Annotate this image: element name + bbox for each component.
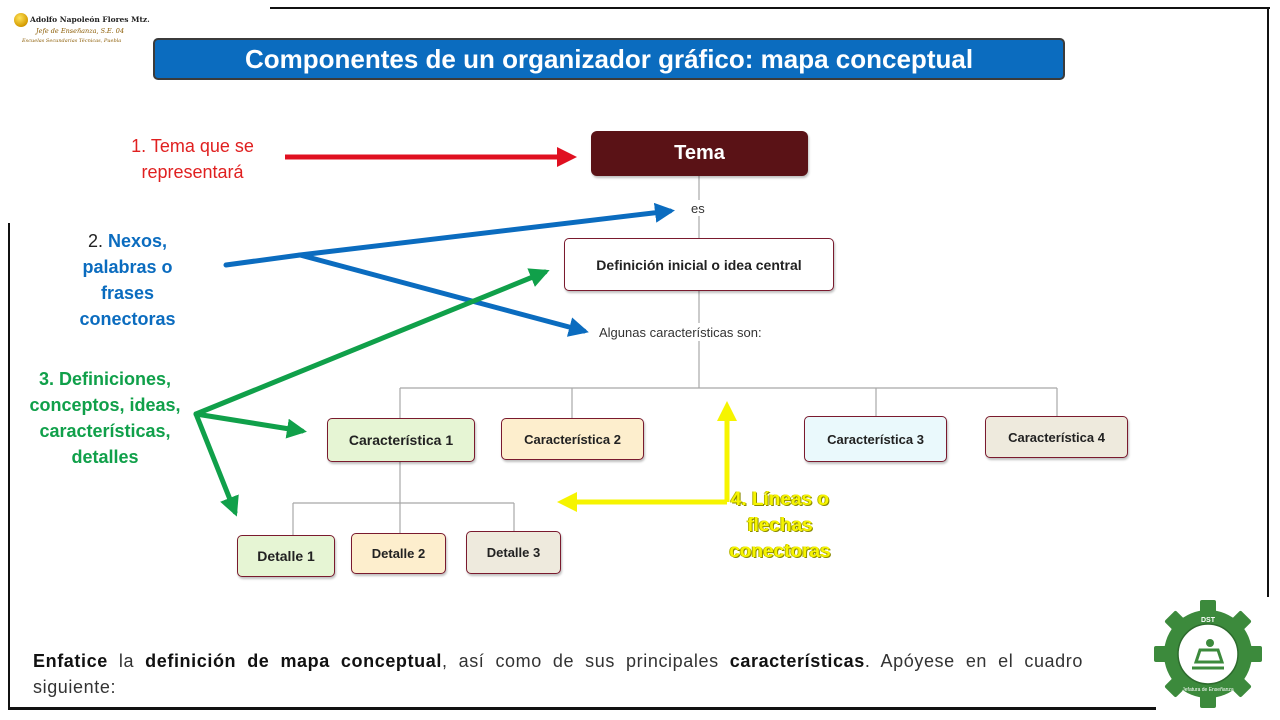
blue-arrow-stem bbox=[223, 252, 303, 268]
definicion-box: Definición inicial o idea central bbox=[564, 238, 834, 291]
emblem-bottom-text: Jefatura de Enseñanza bbox=[1182, 687, 1234, 693]
green-arrow-to-caracteristica-1 bbox=[193, 411, 307, 439]
instruction-text: Enfatice la definición de mapa conceptua… bbox=[33, 648, 1083, 700]
caracteristica-1-box: Característica 1 bbox=[327, 418, 475, 462]
label-2-nexos: 2. Nexos, palabras o frases conectoras bbox=[55, 228, 200, 332]
instruction-bold-2: definición de mapa conceptual bbox=[145, 651, 442, 671]
author-logo: Adolfo Napoleón Flores Mtz. Jefe de Ense… bbox=[14, 11, 150, 51]
tree-lines bbox=[292, 176, 1058, 535]
instruction-bold-1: Enfatice bbox=[33, 651, 108, 671]
caracteristica-3-box: Característica 3 bbox=[804, 416, 947, 462]
logo-line-2: Jefe de Enseñanza, S.E. 04 bbox=[36, 27, 125, 35]
instruction-bold-3: características bbox=[729, 651, 865, 671]
frame-bottom-line bbox=[8, 707, 1156, 710]
label-2-number: 2. bbox=[87, 231, 103, 251]
connector-es: es bbox=[691, 201, 705, 216]
label-2-text: Nexos, palabras o frases conectoras bbox=[79, 231, 176, 329]
instruction-text-3: . Apóyese en el cuadro siguiente: bbox=[33, 651, 1083, 697]
caracteristica-4-box: Característica 4 bbox=[985, 416, 1128, 458]
blue-arrow-to-es bbox=[297, 202, 675, 258]
green-arrow-to-detalle-1 bbox=[193, 411, 239, 517]
logo-line-1: Adolfo Napoleón Flores Mtz. bbox=[30, 15, 150, 24]
green-arrows bbox=[193, 268, 550, 517]
detalle-1-box: Detalle 1 bbox=[237, 535, 335, 577]
connector-caracteristicas: Algunas características son: bbox=[599, 325, 762, 340]
label-1-tema: 1. Tema que se representará bbox=[131, 136, 254, 182]
detalle-3-box: Detalle 3 bbox=[466, 531, 561, 574]
dst-gear-emblem-icon: DST Jefatura de Enseñanza bbox=[1154, 600, 1262, 708]
frame-left-line bbox=[8, 223, 10, 709]
emblem-top-text: DST bbox=[1201, 617, 1216, 624]
detalle-2-box: Detalle 2 bbox=[351, 533, 446, 574]
blue-arrows bbox=[223, 202, 675, 337]
blue-arrow-to-algunas bbox=[297, 252, 589, 337]
tema-box: Tema bbox=[591, 131, 808, 176]
caracteristica-2-box: Característica 2 bbox=[501, 418, 644, 460]
logo-line-3: Escuelas Secundarias Técnicas, Puebla bbox=[22, 38, 122, 44]
instruction-text-1: la bbox=[107, 651, 146, 671]
logo-emblem-icon bbox=[14, 13, 28, 27]
yellow-arrows bbox=[557, 401, 737, 512]
instruction-text-2: , así como de sus principales bbox=[441, 651, 730, 671]
green-arrow-to-definicion bbox=[193, 268, 550, 417]
label-4-lineas: 4. Líneas o flechas conectoras bbox=[729, 489, 831, 562]
page-title: Componentes de un organizador gráfico: m… bbox=[153, 38, 1065, 80]
label-3-definiciones: 3. Definiciones, conceptos, ideas, carac… bbox=[29, 369, 181, 467]
frame-right-line bbox=[1267, 7, 1269, 597]
frame-top-line bbox=[270, 7, 1270, 9]
